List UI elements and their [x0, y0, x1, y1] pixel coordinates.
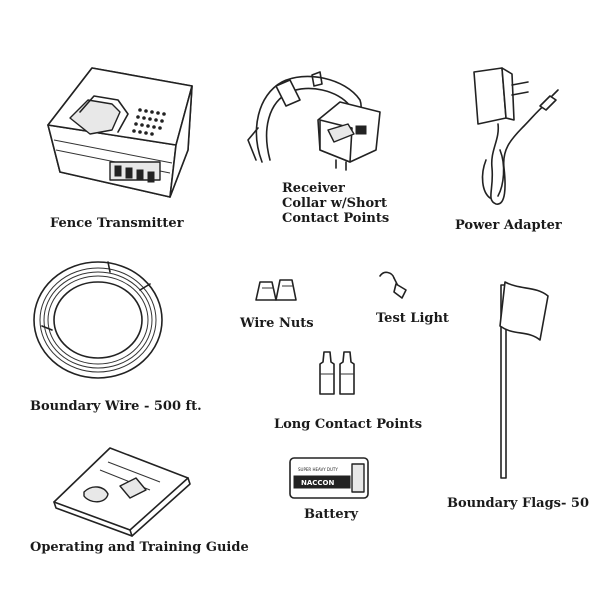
wire-coil-icon [33, 261, 163, 379]
boundary-wire-label: Boundary Wire - 500 ft. [30, 399, 202, 414]
test-light-icon [379, 271, 407, 299]
power-adapter-icon [473, 67, 559, 205]
boundary-flag-icon [499, 281, 549, 479]
receiver-collar-icon [247, 71, 381, 171]
fence-transmitter-icon [47, 67, 193, 198]
receiver-collar-label-line-3: Contact Points [282, 211, 390, 226]
wire-nuts-label: Wire Nuts [240, 316, 314, 331]
boundary-flags-label: Boundary Flags- 50 [447, 496, 590, 511]
receiver-collar-label: Receiver Collar w/Short Contact Points [282, 181, 389, 226]
long-contact-points-icon [319, 351, 355, 395]
battery-icon: NACCON SUPER HEAVY DUTY [289, 457, 369, 499]
wire-nuts-icon [255, 279, 297, 301]
fence-transmitter-label: Fence Transmitter [50, 216, 184, 231]
receiver-collar-label-line-2: Collar w/Short [282, 196, 387, 211]
battery-print-text: SUPER HEAVY DUTY [298, 467, 338, 472]
power-adapter-label: Power Adapter [455, 218, 562, 233]
battery-brand-text: NACCON [301, 479, 335, 487]
test-light-label: Test Light [376, 311, 449, 326]
battery-label: Battery [304, 507, 359, 522]
guide-label: Operating and Training Guide [30, 540, 249, 555]
guide-booklet-icon [53, 447, 191, 537]
receiver-collar-label-line-1: Receiver [282, 181, 345, 196]
long-contact-points-label: Long Contact Points [274, 417, 423, 432]
